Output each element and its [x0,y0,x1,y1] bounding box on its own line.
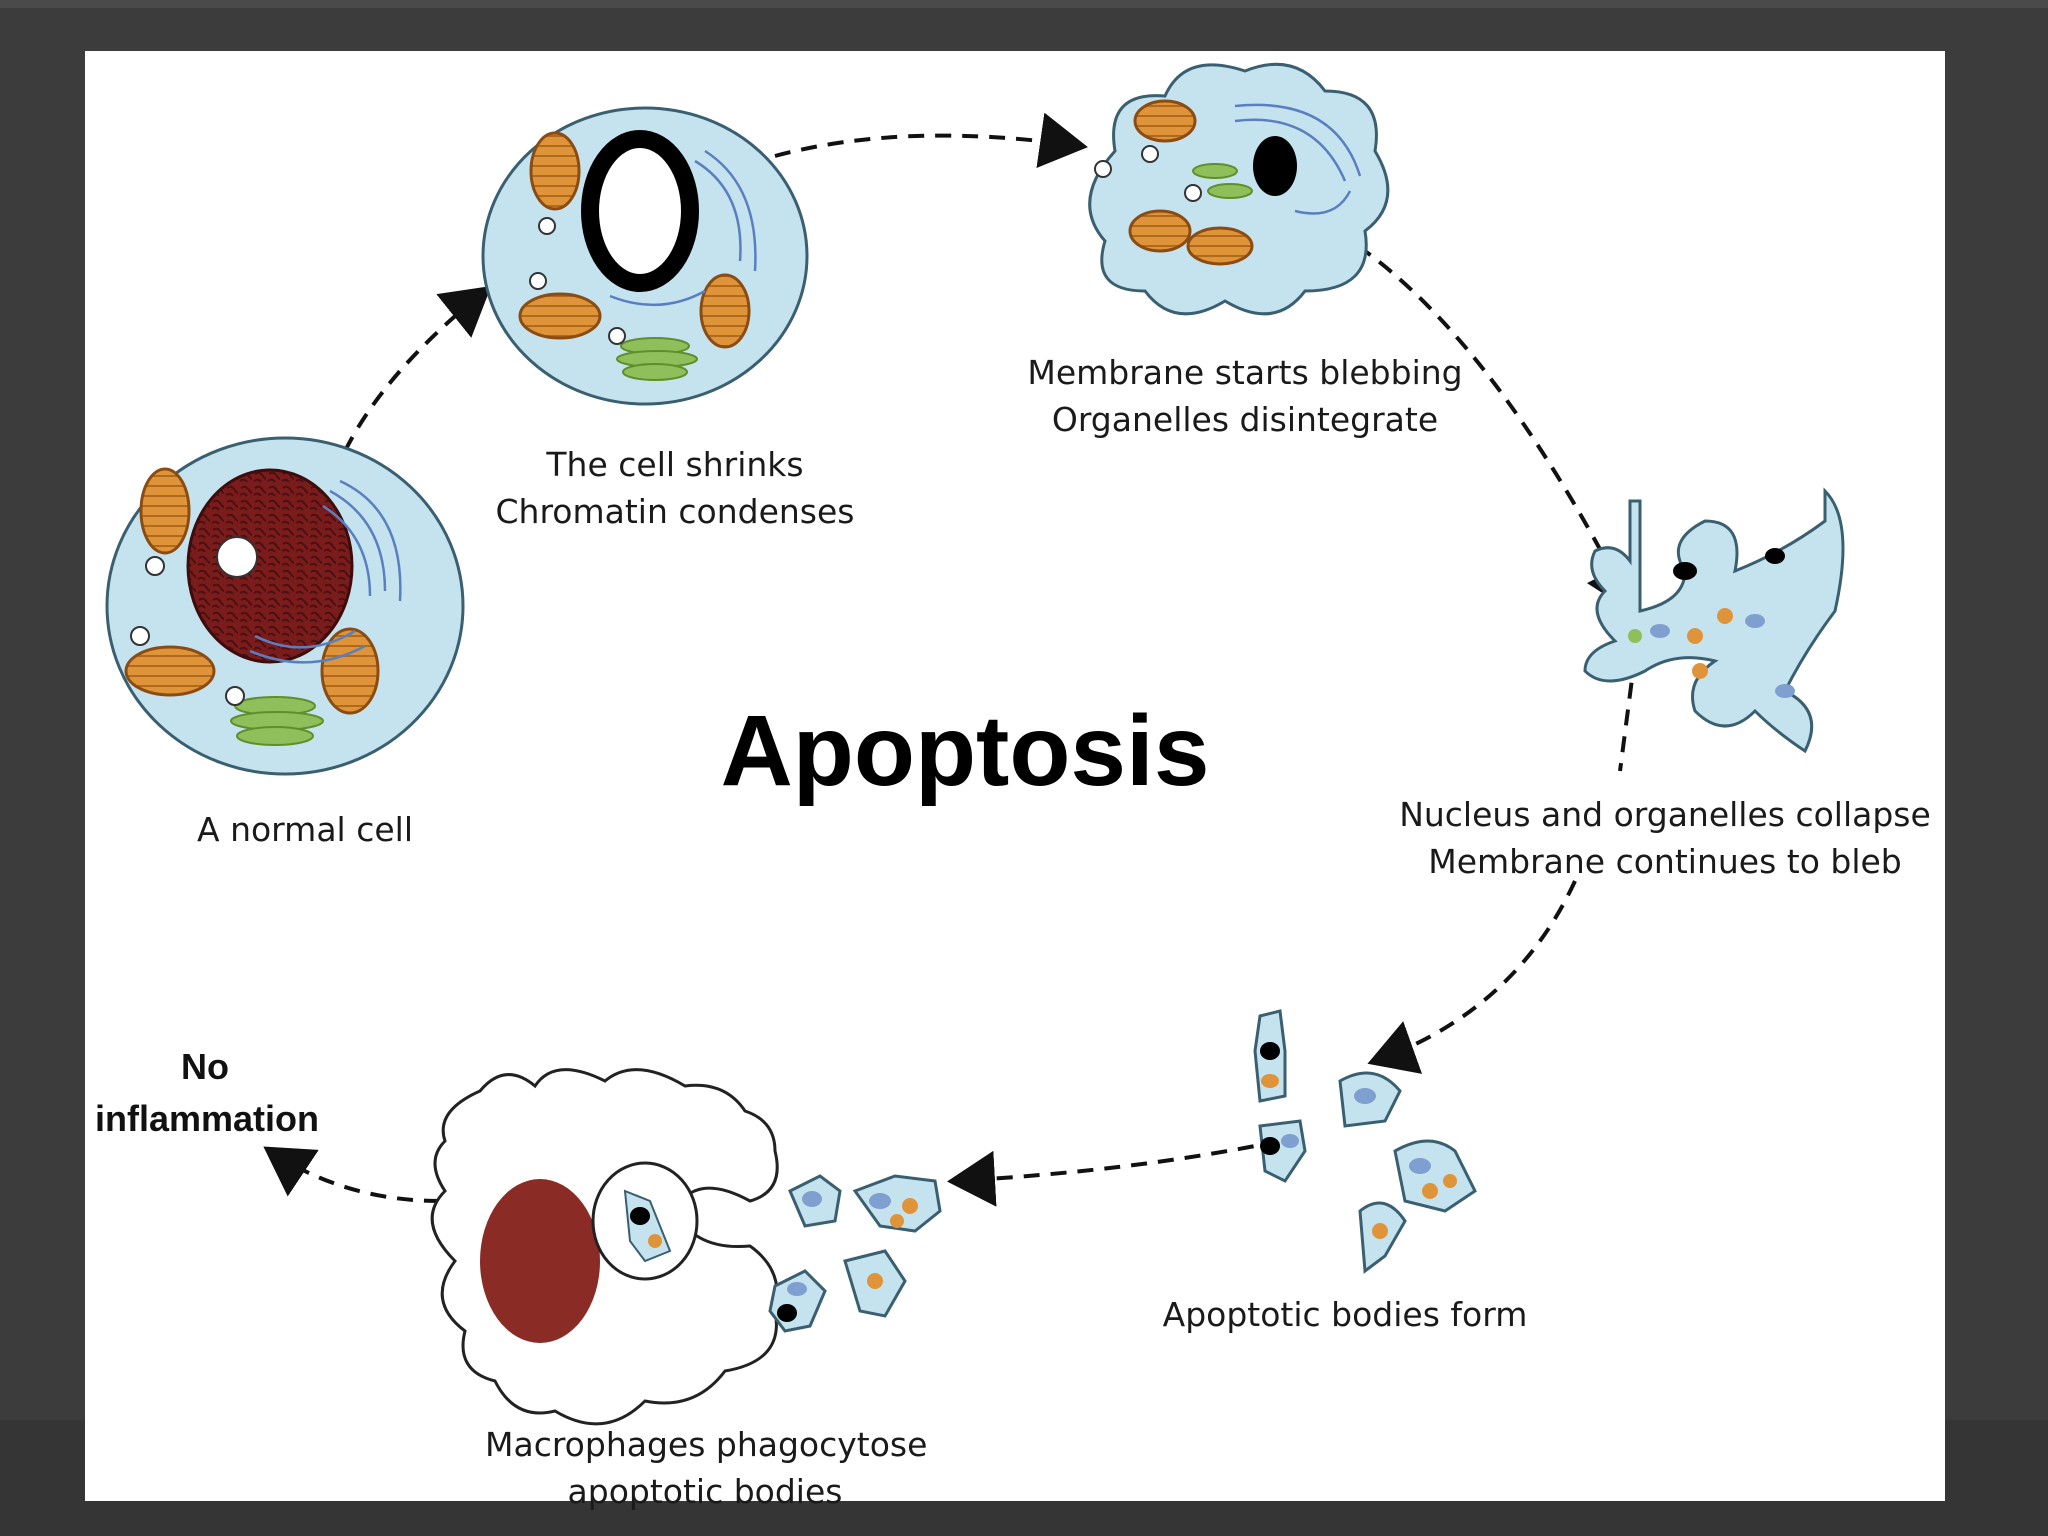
stage-label-shrink: The cell shrinks Chromatin condenses [485,441,865,535]
collapsed-cell [1583,487,1845,754]
diagram-slide: Apoptosis A normal cell The cell shrinks… [85,51,1945,1511]
diagram-title: Apoptosis [720,695,1210,807]
stage-label-blebbing: Membrane starts blebbing Organelles disi… [1015,349,1475,443]
outcome-line2: inflammation [95,1098,320,1139]
engulfment-body-contents [777,1191,918,1322]
normal-cell [105,436,465,776]
apoptotic-body-contents [1260,1042,1457,1239]
background-stripe-top [0,0,2048,8]
cycle-arrows [263,112,1637,1207]
stage-label-collapse: Nucleus and organelles collapse Membrane… [1385,791,1945,885]
stage-label-line2: Organelles disintegrate [1051,400,1439,439]
stage-label-line2: apoptotic bodies [567,1472,843,1511]
stage-label-line1: Macrophages phagocytose [485,1425,928,1464]
arrow-collapse-to-bodies [1375,655,1637,1061]
stage-label-line1: A normal cell [197,810,413,849]
outcome-label: No inflammation [95,1041,320,1145]
shrunken-cell [481,106,809,406]
stage-label-line1: Membrane starts blebbing [1027,353,1463,392]
arrow-bodies-to-macrophage [947,1139,1281,1207]
apoptosis-diagram [105,62,1845,1426]
arrow-macrophage-to-outcome [263,1146,441,1203]
stage-label-macrophage: Macrophages phagocytose apoptotic bodies [485,1421,928,1515]
stage-label-line1: The cell shrinks [546,445,804,484]
arrow-bleb-to-collapse [1333,229,1637,614]
arrow-shrink-to-bleb [774,112,1088,169]
stage-label-line2: Chromatin condenses [495,492,855,531]
stage-label-line1: Nucleus and organelles collapse [1399,795,1931,834]
macrophage [430,1068,779,1426]
stage-label-line1: Apoptotic bodies form [1162,1295,1528,1334]
stage-label-normal: A normal cell [165,806,445,853]
stage-label-line2: Membrane continues to bleb [1428,842,1902,881]
arrow-normal-to-shrink [343,286,492,452]
stage-label-bodies: Apoptotic bodies form [1145,1291,1545,1338]
blebbing-cell [1088,62,1390,316]
outcome-line1: No [181,1046,229,1087]
engulfment-bodies [768,1174,942,1333]
